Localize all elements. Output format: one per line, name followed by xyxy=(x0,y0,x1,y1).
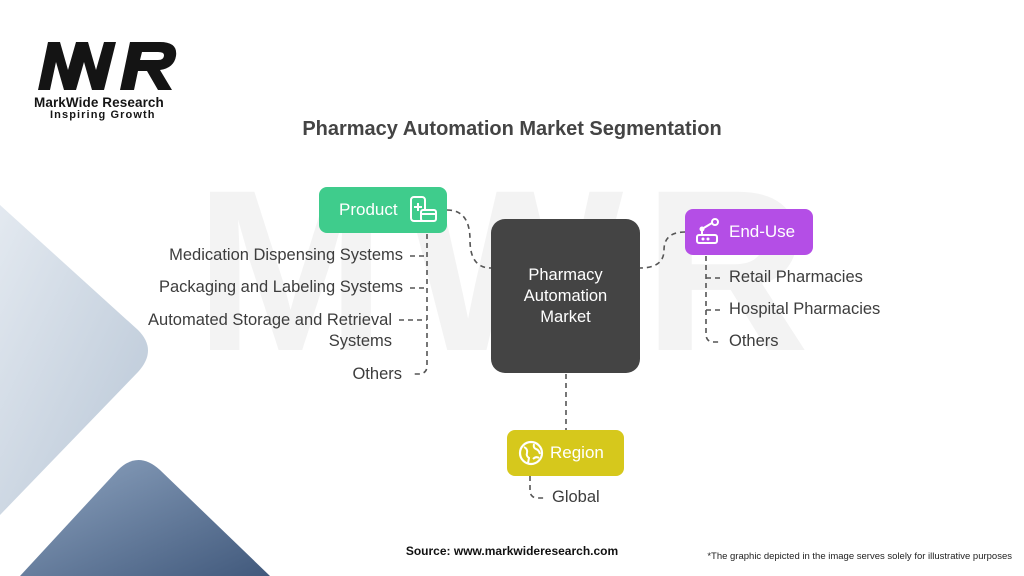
end-use-item-3: Others xyxy=(729,332,779,350)
center-line-2: Automation xyxy=(523,286,608,305)
brand-name: MarkWide Research xyxy=(34,95,164,110)
mobile-card-icon xyxy=(410,196,437,222)
product-item-2: Packaging and Labeling Systems xyxy=(159,278,403,296)
end-use-item-2: Hospital Pharmacies xyxy=(729,300,881,318)
segment-end-use: End-Use xyxy=(685,209,813,255)
connector-region-items xyxy=(529,476,546,499)
connector-enduse xyxy=(639,231,686,269)
connector-enduse-items xyxy=(705,256,722,343)
brand-tagline: Inspiring Growth xyxy=(50,109,156,121)
disclaimer-text: *The graphic depicted in the image serve… xyxy=(707,551,1012,562)
segment-end-use-label: End-Use xyxy=(729,222,796,241)
segment-product-label: Product xyxy=(339,200,398,219)
center-line-1: Pharmacy xyxy=(528,265,603,284)
logo-icon xyxy=(38,42,177,90)
bg-shape-dark xyxy=(20,460,270,576)
robot-arm-icon xyxy=(696,218,719,244)
center-line-3: Market xyxy=(540,307,591,326)
region-item-1: Global xyxy=(552,488,600,506)
product-item-4: Others xyxy=(352,365,402,383)
connector-product-items xyxy=(412,234,428,375)
product-item-3-cont: Systems xyxy=(328,332,392,350)
center-node: Pharmacy Automation Market xyxy=(491,219,640,373)
product-item-1: Medication Dispensing Systems xyxy=(169,246,403,264)
segment-region-label: Region xyxy=(550,443,604,462)
globe-icon xyxy=(518,440,544,466)
bg-shape-light xyxy=(0,205,148,515)
connector-product xyxy=(446,209,492,269)
end-use-item-1: Retail Pharmacies xyxy=(729,268,863,286)
page-title: Pharmacy Automation Market Segmentation xyxy=(302,118,722,140)
product-item-3: Automated Storage and Retrieval xyxy=(148,311,392,329)
source-text: Source: www.markwideresearch.com xyxy=(405,544,619,558)
